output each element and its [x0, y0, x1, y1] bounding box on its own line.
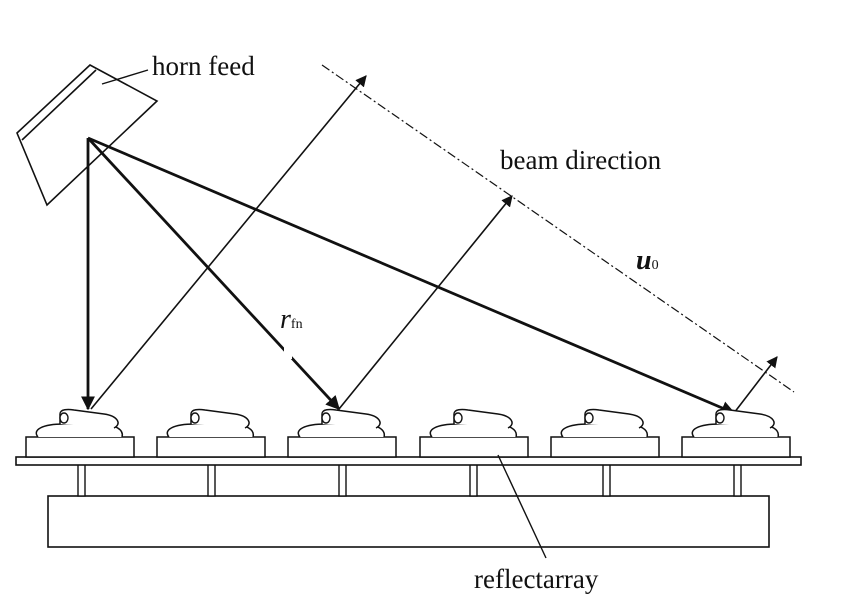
array-element [419, 408, 529, 458]
array-element [25, 408, 135, 458]
support-post [338, 463, 347, 497]
r-subscript: fn [290, 317, 303, 332]
r-fn-symbol: rfn [280, 306, 303, 334]
support-post [733, 463, 742, 497]
ground-plane [15, 456, 802, 466]
support-posts [77, 463, 742, 497]
u-zero-symbol: u0 [636, 247, 659, 275]
wavefront-line [321, 64, 795, 393]
reflected-ray-1 [90, 75, 367, 410]
reflected-rays [90, 75, 778, 414]
array-element [681, 408, 791, 458]
beam-direction-label: beam direction [500, 145, 662, 175]
support-post [207, 463, 216, 497]
support-post [469, 463, 478, 497]
incident-rays [81, 136, 736, 415]
horn-feed-shape [16, 64, 159, 207]
incident-ray-3 [87, 136, 736, 415]
u-symbol: u [636, 245, 652, 276]
support-post [602, 463, 611, 497]
r-symbol: r [280, 304, 291, 335]
incident-ray-2 [86, 137, 341, 411]
reflectarray-label: reflectarray [474, 564, 599, 594]
u-subscript: 0 [651, 258, 659, 273]
reflected-ray-3 [733, 356, 778, 414]
array-element [550, 408, 660, 458]
support-post [77, 463, 86, 497]
reflectarray-leader-line [497, 454, 547, 559]
base-block [47, 495, 770, 548]
array-element [287, 408, 397, 458]
horn-feed-leader-line [101, 69, 149, 85]
horn-feed-label: horn feed [152, 51, 255, 81]
array-element [156, 408, 266, 458]
reflected-ray-2 [338, 195, 513, 410]
